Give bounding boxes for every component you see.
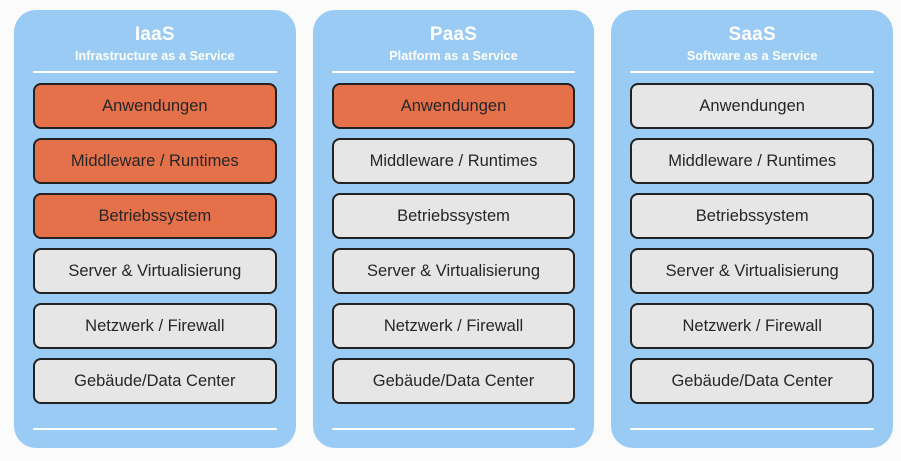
panel-header-divider-iaas [33,71,277,73]
panel-footer-divider-saas [630,428,875,430]
layer-stack-paas: Anwendungen Middleware / Runtimes Betrie… [313,73,595,418]
service-model-panel-iaas: IaaS Infrastructure as a Service Anwendu… [14,10,296,448]
panel-header-iaas: IaaS Infrastructure as a Service [14,10,296,64]
panel-title-saas: SaaS [728,24,776,45]
panel-header-paas: PaaS Platform as a Service [313,10,595,64]
layer-box-saas-server-virtualisierung[interactable]: Server & Virtualisierung [630,248,875,294]
panel-subtitle-iaas: Infrastructure as a Service [74,49,235,63]
panel-foot-space-saas [611,430,893,448]
layer-box-saas-betriebssystem[interactable]: Betriebssystem [630,193,875,239]
panel-footer-divider-paas [331,428,576,430]
panel-foot-space-iaas [14,430,296,448]
layer-box-saas-gebaeude-data-center[interactable]: Gebäude/Data Center [630,358,875,404]
layer-box-iaas-server-virtualisierung[interactable]: Server & Virtualisierung [33,248,277,294]
layer-box-iaas-middleware-runtimes[interactable]: Middleware / Runtimes [33,138,277,184]
service-model-panel-saas: SaaS Software as a Service Anwendungen M… [611,10,894,448]
layer-stack-saas: Anwendungen Middleware / Runtimes Betrie… [611,73,893,418]
service-model-panel-paas: PaaS Platform as a Service Anwendungen M… [312,10,595,448]
layer-box-paas-gebaeude-data-center[interactable]: Gebäude/Data Center [331,358,576,404]
panel-header-divider-paas [331,71,576,73]
layer-stack-iaas: Anwendungen Middleware / Runtimes Betrie… [14,73,296,418]
panel-header-saas: SaaS Software as a Service [611,10,893,64]
layer-box-iaas-netzwerk-firewall[interactable]: Netzwerk / Firewall [33,303,277,349]
layer-box-paas-betriebssystem[interactable]: Betriebssystem [331,193,576,239]
layer-box-iaas-betriebssystem[interactable]: Betriebssystem [33,193,277,239]
layer-box-saas-anwendungen[interactable]: Anwendungen [630,83,875,129]
layer-box-saas-netzwerk-firewall[interactable]: Netzwerk / Firewall [630,303,875,349]
panel-title-iaas: IaaS [134,24,175,45]
layer-box-paas-middleware-runtimes[interactable]: Middleware / Runtimes [331,138,576,184]
panel-subtitle-paas: Platform as a Service [389,49,518,63]
panel-header-divider-saas [630,71,875,73]
panel-subtitle-saas: Software as a Service [686,49,818,63]
panel-footer-divider-iaas [33,428,277,430]
layer-box-paas-server-virtualisierung[interactable]: Server & Virtualisierung [331,248,576,294]
layer-box-iaas-gebaeude-data-center[interactable]: Gebäude/Data Center [33,358,277,404]
layer-box-paas-netzwerk-firewall[interactable]: Netzwerk / Firewall [331,303,576,349]
layer-box-iaas-anwendungen[interactable]: Anwendungen [33,83,277,129]
panel-foot-space-paas [313,430,595,448]
layer-box-paas-anwendungen[interactable]: Anwendungen [331,83,576,129]
layer-box-saas-middleware-runtimes[interactable]: Middleware / Runtimes [630,138,875,184]
panel-title-paas: PaaS [429,24,478,45]
